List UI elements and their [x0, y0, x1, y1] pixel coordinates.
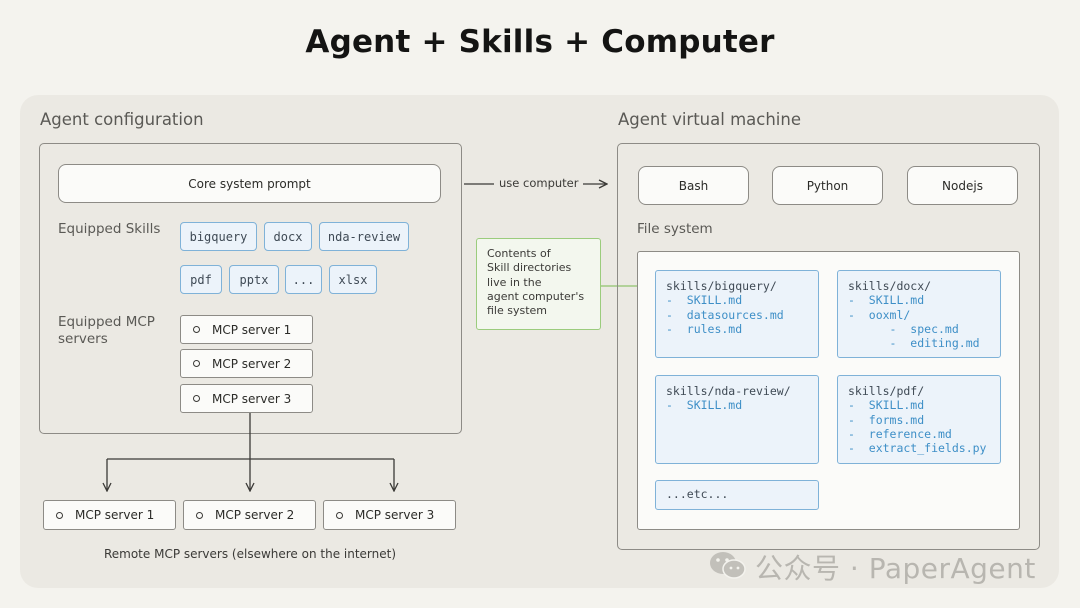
file-entry: - forms.md	[848, 412, 925, 427]
skill-chip: pdf	[180, 265, 222, 294]
file-entry: - SKILL.md	[666, 398, 743, 413]
skill-chip: bigquery	[180, 222, 257, 251]
skill-chip: pptx	[229, 265, 279, 294]
dir-name: skills/docx/	[848, 279, 932, 293]
skill-chip: nda-review	[319, 222, 409, 251]
vm-label: Agent virtual machine	[618, 110, 801, 129]
remote-mcp-caption: Remote MCP servers (elsewhere on the int…	[103, 547, 397, 561]
remote-mcp-server: MCP server 3	[323, 500, 456, 530]
skill-chip: ...	[285, 265, 322, 294]
skill-dir-nda-review: skills/nda-review/ - SKILL.md	[655, 375, 819, 464]
skill-contents-note: Contents of Skill directories live in th…	[476, 238, 601, 330]
file-entry: - spec.md	[848, 321, 959, 336]
use-computer-label: use computer	[499, 176, 579, 190]
equipped-mcp-label-line1: Equipped MCP	[58, 314, 155, 330]
agent-config-label: Agent configuration	[40, 110, 204, 129]
equipped-skills-label: Equipped Skills	[58, 221, 161, 237]
file-entry: - rules.md	[666, 321, 743, 336]
file-entry: - SKILL.md	[848, 293, 925, 308]
equipped-mcp-server: MCP server 1	[180, 315, 313, 344]
server-dot-icon	[193, 395, 200, 402]
remote-mcp-server: MCP server 1	[43, 500, 176, 530]
server-dot-icon	[336, 511, 343, 519]
mcp-server-label: MCP server 3	[212, 391, 292, 406]
mcp-server-label: MCP server 1	[212, 322, 292, 337]
equipped-mcp-label: Equipped MCP servers	[58, 314, 155, 348]
core-system-prompt: Core system prompt	[58, 164, 441, 203]
file-entry: - editing.md	[848, 336, 980, 351]
note-line: agent computer's	[487, 289, 585, 303]
server-dot-icon	[196, 511, 203, 519]
skill-dir-etc: ...etc...	[655, 480, 819, 510]
mcp-server-label: MCP server 3	[355, 508, 435, 522]
runtime-python: Python	[772, 166, 883, 205]
wechat-icon	[710, 552, 746, 579]
file-system-label: File system	[637, 221, 713, 237]
equipped-mcp-label-line2: servers	[58, 331, 108, 347]
server-dot-icon	[193, 360, 200, 367]
runtime-nodejs: Nodejs	[907, 166, 1018, 205]
mcp-server-label: MCP server 1	[75, 508, 155, 522]
note-line: Contents of	[487, 247, 551, 260]
mcp-server-label: MCP server 2	[212, 356, 292, 371]
equipped-mcp-server: MCP server 3	[180, 384, 313, 413]
file-entry: - extract_fields.py	[848, 441, 987, 456]
note-line: file system	[487, 304, 548, 318]
file-entry: - SKILL.md	[848, 398, 925, 413]
server-dot-icon	[193, 326, 200, 333]
etc-label: ...etc...	[666, 487, 729, 501]
skill-dir-bigquery: skills/bigquery/ - SKILL.md - datasource…	[655, 270, 819, 358]
equipped-mcp-server: MCP server 2	[180, 349, 313, 378]
skill-dir-docx: skills/docx/ - SKILL.md - ooxml/ - spec.…	[837, 270, 1001, 358]
file-entry: - datasources.md	[666, 307, 784, 322]
dir-name: skills/bigquery/	[666, 279, 777, 293]
dir-name: skills/nda-review/	[666, 384, 791, 398]
skill-chip: docx	[264, 222, 312, 251]
file-entry: - ooxml/	[848, 307, 911, 322]
diagram-title: Agent + Skills + Computer	[305, 24, 775, 60]
runtime-bash: Bash	[638, 166, 749, 205]
skill-dir-pdf: skills/pdf/ - SKILL.md - forms.md - refe…	[837, 375, 1001, 464]
watermark-text: 公众号 · PaperAgent	[755, 552, 1036, 585]
server-dot-icon	[56, 511, 63, 519]
note-line: Skill directories	[487, 261, 572, 275]
vm-box	[617, 143, 1040, 550]
remote-mcp-server: MCP server 2	[183, 500, 316, 530]
dir-name: skills/pdf/	[848, 384, 925, 398]
skill-chip: xlsx	[329, 265, 377, 294]
note-line: live in the	[487, 275, 542, 289]
file-entry: - SKILL.md	[666, 293, 743, 308]
mcp-server-label: MCP server 2	[215, 508, 295, 522]
file-entry: - reference.md	[848, 426, 952, 441]
